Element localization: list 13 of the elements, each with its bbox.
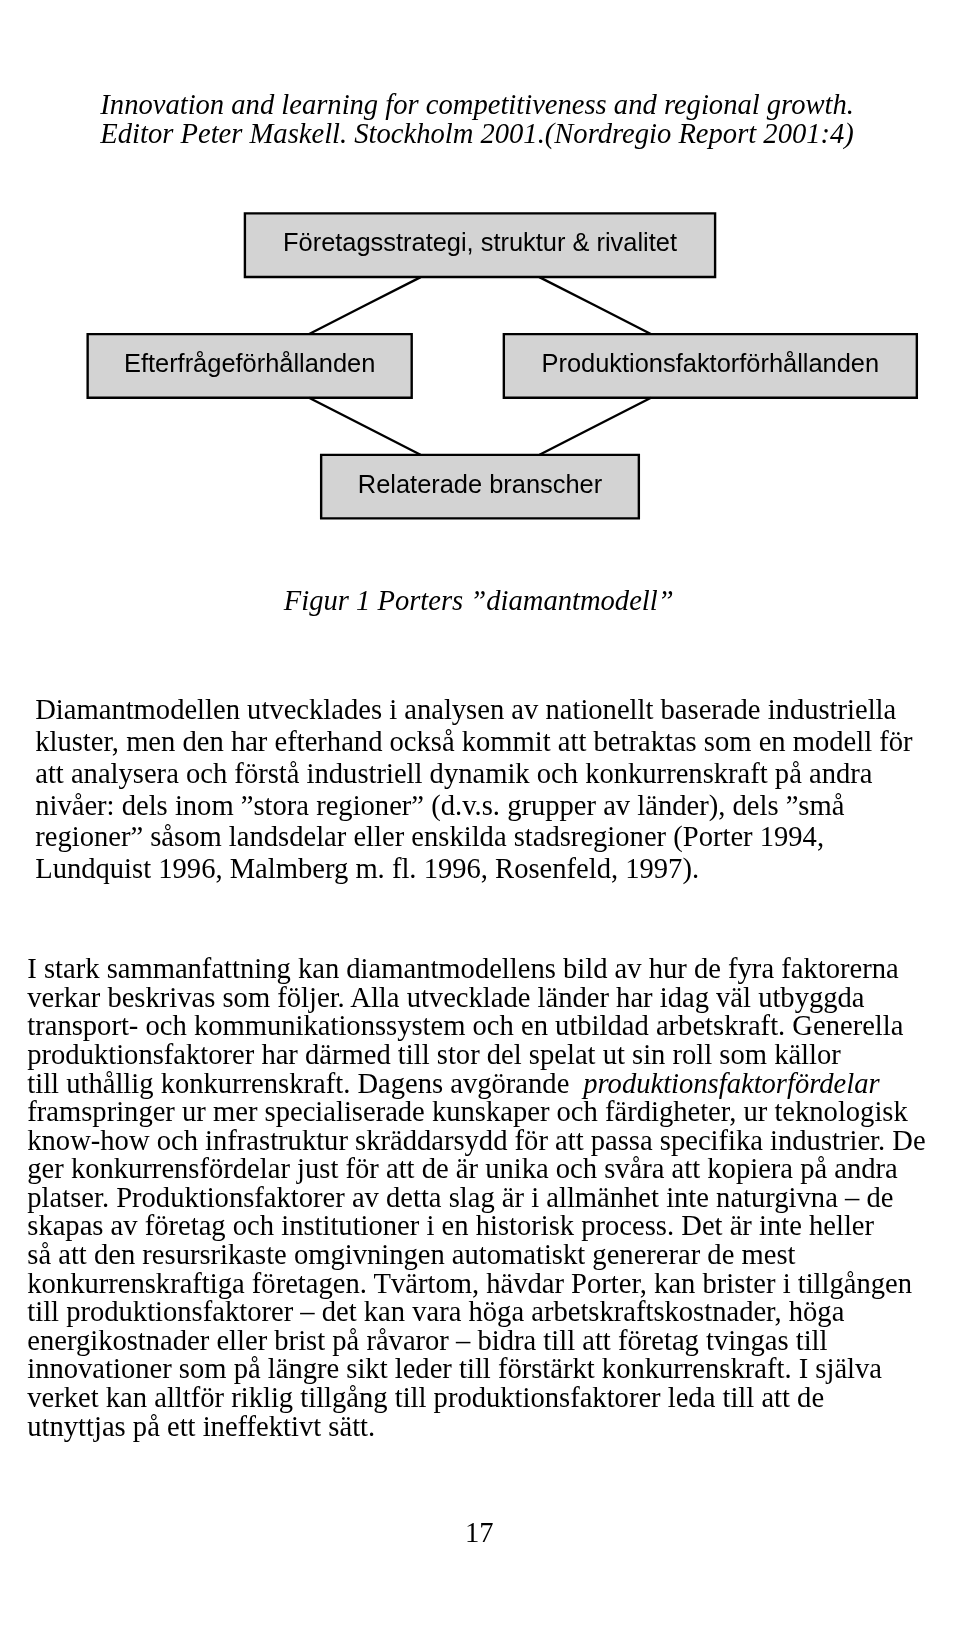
label: Figur 1 Porters ”diamantmodell” bbox=[283, 584, 674, 616]
label: I stark sammanfattning kan diamantmodellens bild av hur de fyra faktorerna verkar beskrivas som följer. Alla utvecklade länder har idag väl utbyggda transport- och kommunikationssystem och en utbildad arbetskraft. Generella produktionsfaktorer har därmed till stor del spelat ut sin roll som källor till uthållig konkurrenskraft. Dagens avgörande produktionsfaktorfördelar framspringer ur mer specialiserade kunskaper och färdigheter, ur teknologisk know-how och infrastruktur skräddarsydd för att passa specifika industrier. De ger konkurrensfördelar just för att de är unika och svåra att kopiera på andra platser. Produktionsfaktorer av detta slag är i allmänhet inte naturgivna – de skapas av företag och institutioner i en historisk process. Det är inte heller så att den resursrikaste omgivningen automatiskt genererar de mest konkurrenskraftiga företagen. Tvärtom, hävdar Porter, kan brister i tillgången till produktionsfaktorer – det kan vara höga arbetskraftskostnader, höga energikostnader eller brist på råvaror – bidra till att företag tvingas till innovationer som på längre sikt leder till förstärkt konkurrenskraft. I själva verket kan alltför riklig tillgång till produktionsfaktorer leda till att de utnyttjas på ett ineffektivt sätt. bbox=[27, 953, 926, 1442]
node-box: Relaterade branscher bbox=[319, 453, 641, 520]
connector bbox=[538, 396, 652, 456]
connector bbox=[538, 276, 652, 336]
label: Innovation and learning for competitiveness and regional growth. Editor Peter Maskell. Stockholm 2001.(Nordregio Report 2001:4) bbox=[100, 88, 854, 149]
connector bbox=[308, 396, 422, 456]
node-box: Efterfrågeförhållanden bbox=[86, 332, 413, 399]
connector bbox=[308, 276, 422, 336]
label: Diamantmodellen utvecklades i analysen av nationellt baserade industriella kluster, men den har efterhand också kommit att betraktas som en modell för att analysera och förstå industriell dynamik och konkurrenskraft på andra nivåer: dels inom ”stora regioner” (d.v.s. grupper av länder), dels ”små regioner” såsom landsdelar eller enskilda stadsregioner (Porter 1994, Lundquist 1996, Malmberg m. fl. 1996, Rosenfeld, 1997). bbox=[35, 694, 913, 885]
node-box: Produktionsfaktorförhållanden bbox=[502, 332, 919, 399]
node-box: Företagsstrategi, struktur & rivalitet bbox=[243, 212, 717, 279]
label: 17 bbox=[464, 1517, 494, 1549]
